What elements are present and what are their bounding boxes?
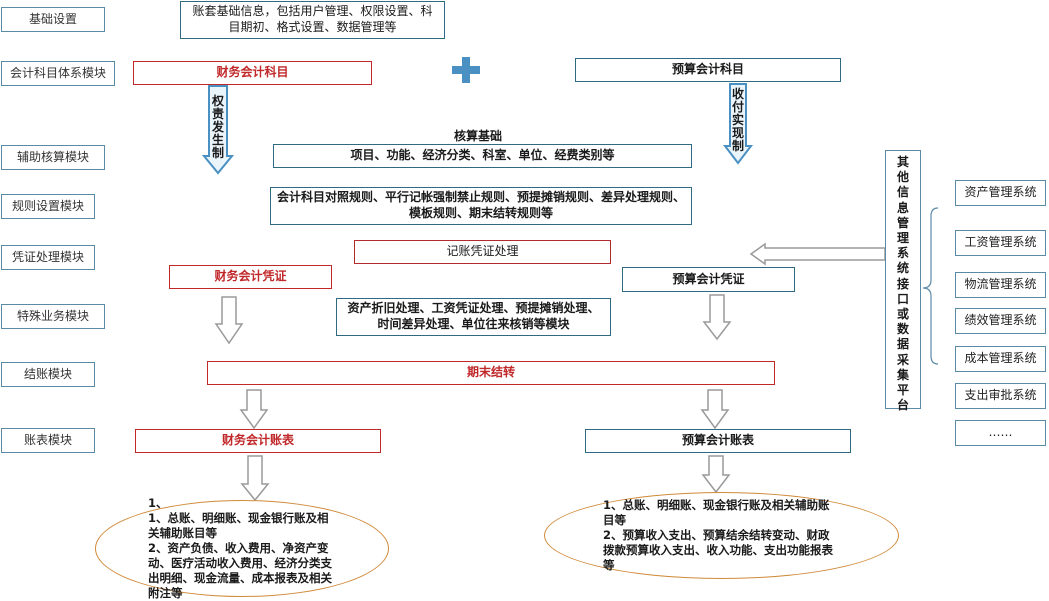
- module-basic-settings: 基础设置: [1, 7, 105, 32]
- down-arrow-icon: [701, 455, 731, 494]
- system-logistics: 物流管理系统: [955, 272, 1046, 298]
- system-more: ……: [955, 420, 1046, 446]
- budget-subject-box: 预算会计科目: [575, 58, 841, 82]
- down-arrow-icon: [702, 294, 732, 341]
- module-voucher: 凭证处理模块: [1, 245, 95, 270]
- cash-basis-label: 收付实现制: [731, 87, 744, 153]
- financial-report-list: 1、 1、总账、明细账、现金银行账及相关辅助账目等 2、资产负债、收入费用、净资…: [148, 496, 332, 600]
- other-systems-interface-box: 其他信息管理系统接口或数据采集平台: [885, 150, 921, 412]
- special-business-box: 资产折旧处理、工资凭证处理、预提摊销处理、时间差异处理、单位往来核销等模块: [336, 298, 611, 336]
- financial-report-box: 财务会计账表: [135, 429, 381, 453]
- system-expense-approval: 支出审批系统: [955, 383, 1046, 409]
- rules-box: 会计科目对照规则、平行记帐强制禁止规则、预提摊销规则、差异处理规则、模板规则、期…: [270, 187, 692, 225]
- financial-report-ellipse: 1、 1、总账、明细账、现金银行账及相关辅助账目等 2、资产负债、收入费用、净资…: [95, 496, 389, 600]
- module-auxiliary: 辅助核算模块: [1, 145, 105, 170]
- module-closing: 结账模块: [1, 362, 95, 387]
- down-arrow-icon: [214, 296, 244, 345]
- voucher-processing-box: 记账凭证处理: [354, 240, 611, 264]
- down-arrow-icon: [240, 455, 270, 502]
- system-asset: 资产管理系统: [955, 180, 1046, 206]
- module-special: 特殊业务模块: [1, 304, 105, 329]
- budget-report-list: 1、总账、明细账、现金银行账及相关辅助账目等 2、预算收入支出、预算结余结转变动…: [603, 498, 833, 572]
- budget-report-box: 预算会计账表: [585, 429, 851, 453]
- accrual-arrow-icon: [201, 85, 235, 175]
- budget-report-ellipse: 1、总账、明细账、现金银行账及相关辅助账目等 2、预算收入支出、预算结余结转变动…: [544, 492, 899, 579]
- period-end-box: 期末结转: [207, 361, 775, 385]
- budget-voucher-box: 预算会计凭证: [622, 267, 795, 292]
- import-arrow-icon: [749, 242, 886, 266]
- core-basis-title: 核算基础: [454, 129, 503, 143]
- system-payroll: 工资管理系统: [955, 230, 1046, 256]
- down-arrow-icon: [700, 389, 730, 430]
- accrual-basis-label: 权责发生制: [211, 94, 224, 160]
- core-basis-box: 项目、功能、经济分类、科室、单位、经费类别等: [273, 144, 692, 168]
- systems-bracket: [922, 207, 939, 365]
- financial-subject-box: 财务会计科目: [133, 61, 372, 85]
- module-rules: 规则设置模块: [1, 194, 95, 219]
- financial-voucher-box: 财务会计凭证: [169, 265, 332, 289]
- module-subject-system: 会计科目体系模块: [1, 61, 115, 86]
- basic-info-box: 账套基础信息，包括用户管理、权限设置、科目期初、格式设置、数据管理等: [180, 1, 445, 39]
- cash-arrow-icon: [722, 83, 754, 165]
- system-performance: 绩效管理系统: [955, 308, 1046, 334]
- down-arrow-icon: [239, 389, 269, 430]
- plus-icon: [452, 57, 480, 83]
- system-cost: 成本管理系统: [955, 346, 1046, 372]
- module-report: 账表模块: [1, 428, 95, 453]
